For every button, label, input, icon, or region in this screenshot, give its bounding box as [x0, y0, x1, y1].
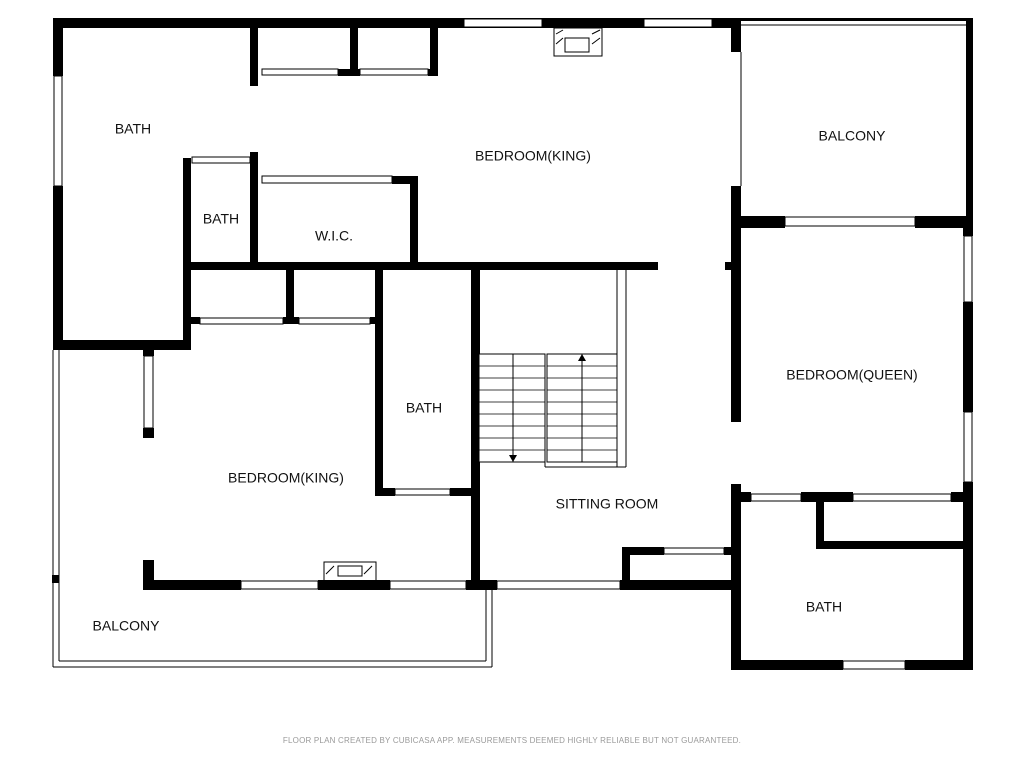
room-label-bedroom-king-bottom: BEDROOM(KING)	[228, 470, 344, 486]
stairs	[478, 267, 627, 468]
fireplace-bottom	[323, 561, 377, 583]
room-label-balcony-ne: BALCONY	[819, 128, 887, 144]
se-bath-walls	[731, 492, 973, 670]
center-bath-walls	[375, 268, 480, 588]
room-label-sitting-room: SITTING ROOM	[556, 496, 659, 512]
room-label-bedroom-queen: BEDROOM(QUEEN)	[786, 367, 917, 383]
fireplace-top	[553, 27, 603, 57]
center-walls	[731, 18, 973, 502]
closets-bottom	[188, 268, 382, 325]
room-label-wic: W.I.C.	[315, 228, 353, 244]
room-label-bath-center: BATH	[406, 400, 442, 416]
footer-disclaimer: FLOOR PLAN CREATED BY CUBICASA APP. MEAS…	[283, 736, 741, 745]
sitting-room-walls	[620, 547, 741, 590]
room-label-balcony-sw: BALCONY	[93, 618, 161, 634]
sw-balcony	[52, 350, 493, 668]
room-label-bath-nw: BATH	[115, 121, 151, 137]
closets-top	[261, 28, 438, 76]
room-label-bath-small: BATH	[203, 211, 239, 227]
room-label-bath-se: BATH	[806, 599, 842, 615]
room-label-bedroom-king-top: BEDROOM(KING)	[475, 148, 591, 164]
nw-bath-walls	[53, 28, 741, 350]
wic-walls	[261, 175, 418, 268]
top-windows	[53, 18, 713, 187]
